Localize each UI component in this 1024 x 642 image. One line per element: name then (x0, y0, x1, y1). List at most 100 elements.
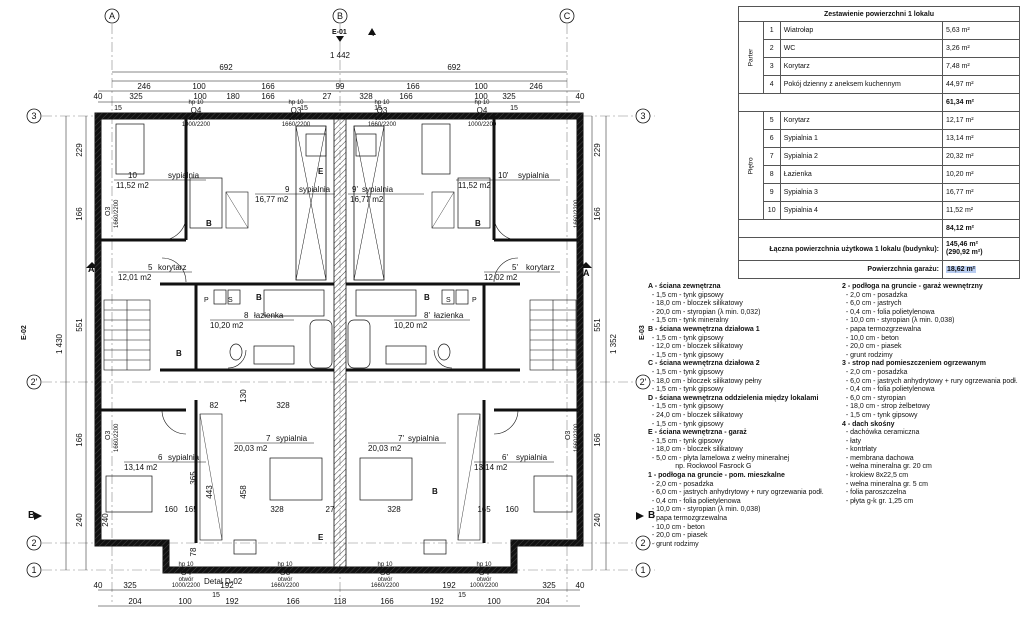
pietro-sum-spacer (738, 219, 943, 238)
dim-inner-78: 78 (189, 547, 198, 556)
win-b4-hp: hp 10 (476, 562, 492, 568)
dim-top-row3-1: 100 (192, 82, 206, 91)
dim-right-229: 229 (593, 143, 602, 157)
row-value: 16,77 m² (942, 183, 1020, 202)
dim-bot-row1-4: 192 (220, 581, 234, 590)
dim-right-1352: 1 352 (609, 333, 618, 354)
table-title: Zestawienie powierzchni 1 lokalu (738, 6, 1020, 22)
dim-top-row3-4: 100 (474, 82, 488, 91)
row-name: Korytarz (779, 111, 944, 130)
room-7p-name: sypialnia (408, 434, 440, 443)
legend-left-line: - 1,5 cm - tynk gipsowy (648, 291, 724, 299)
legend-left-line: - 18,0 cm - bloczek silikatowy pełny (648, 377, 762, 385)
wall-b-6: B (432, 487, 438, 496)
legend-left-line: - 12,0 cm - bloczek silikatowy (648, 343, 743, 351)
win-b2-otw: otwór (278, 577, 293, 583)
legend-right-line: - łaty (842, 437, 862, 445)
legend-right-line: - 20,0 cm - piasek (842, 343, 902, 351)
section-b-left-label: B (28, 510, 35, 521)
row-value: 3,26 m² (942, 39, 1020, 58)
dim-top-15b: 15 (300, 105, 308, 112)
wall-b-4: B (206, 219, 212, 228)
row-no: 8 (762, 165, 781, 184)
dim-right-166: 166 (593, 207, 602, 221)
room-6-area: 13,14 m2 (124, 463, 158, 472)
wall-e-1: E (318, 167, 324, 176)
dim-top-row4-2: 100 (193, 92, 207, 101)
door-swings (161, 215, 519, 435)
wardrobe-room10 (115, 123, 145, 175)
dim-top-row3-3: 99 (336, 82, 345, 91)
axis-3-right: 3 (640, 111, 645, 121)
legend-left-line: - 1,5 cm - tynk gipsowy (648, 334, 724, 342)
dim-top-row3-0: 246 (137, 82, 151, 91)
row-value: 20,32 m² (942, 147, 1020, 166)
legend-right-line: - 6,0 cm - jastrych anhydrytowy + rury o… (842, 377, 1018, 385)
dim-top-row4-10: 40 (576, 92, 585, 101)
win-t4-size: 1000/2200 (468, 122, 497, 128)
room-7-area: 20,03 m2 (234, 444, 268, 453)
window-tags-bottom: hp 10 O4 otwór 1000/2200 hp 10 O3 otwór … (172, 562, 499, 589)
bed-room10 (189, 177, 223, 229)
dim-bot-row1-5: 328 (270, 505, 284, 514)
legend-right-line: - krokiew 8x22,5 cm (842, 472, 909, 480)
win-vr1: 1660/2200 (574, 199, 580, 228)
dimension-lines-bottom (98, 589, 580, 607)
total-value-2: (290,92 m²) (946, 249, 983, 256)
legend-right-line: - 6,0 cm - styropian (842, 394, 906, 402)
win-vl2-o: O3 (105, 431, 112, 440)
dim-left-551: 551 (75, 318, 84, 332)
dim-top-row3-5: 166 (406, 82, 420, 91)
room-10p-name: sypialnia (518, 171, 550, 180)
row-value: 10,20 m² (942, 165, 1020, 184)
legend-left-line: - 0,4 cm - folia polietylenowa (648, 497, 741, 505)
legend-left-line: - papa termozgrzewalna (648, 515, 727, 523)
legend-left-line: B - ściana wewnętrzna działowa 1 (648, 325, 760, 333)
section-e03-label: E-03 (639, 325, 646, 340)
dim-bot-row2-4: 118 (334, 597, 347, 606)
room-9p-area: 16,77 m2 (350, 195, 384, 204)
garage-value-cell: 18,62 m² (942, 260, 1020, 279)
section-parter: Parter (738, 21, 764, 94)
legend-right-line: - grunt rodzimy (842, 351, 893, 359)
dim-top-row4-4: 166 (261, 92, 275, 101)
win-b2-hp: hp 10 (277, 562, 293, 568)
wall-b-3: B (176, 349, 182, 358)
legend-left-line: - 24,0 cm - bloczek silikatowy (648, 411, 743, 419)
wall-b-1: B (256, 293, 262, 302)
wall-p-1: P (204, 297, 209, 304)
row-value: 5,63 m² (942, 21, 1020, 40)
room-10-area: 11,52 m2 (116, 181, 149, 190)
win-vl1: 1660/2200 (114, 199, 120, 228)
dimension-lines-vertical (65, 116, 607, 570)
legend-right-line: - 10,0 cm - styropian (λ min. 0,038) (842, 317, 955, 325)
win-t3-size: 1660/2200 (368, 122, 397, 128)
axis-c-label: C (564, 11, 571, 21)
dim-bot-row1-0: 40 (94, 581, 103, 590)
desk-bottom-right (423, 539, 447, 555)
room-6p-area: 13,14 m2 (474, 463, 508, 472)
desk-bottom-left (233, 539, 257, 555)
dim-bot-row2-3: 166 (286, 597, 300, 606)
shower-right (355, 289, 417, 317)
win-vl1-o: O3 (105, 207, 112, 216)
room-10p-area: 11,52 m2 (458, 181, 491, 190)
axis-bubbles (26, 8, 651, 578)
dim-top-row4-1: 325 (129, 92, 143, 101)
parter-sum: 61,34 m² (942, 93, 1020, 112)
dim-inner-458: 458 (239, 485, 248, 499)
row-no: 2 (762, 39, 781, 58)
room-9-no: 9 (285, 185, 290, 194)
legend-left-line: - 1,5 cm - tynk gipsowy (648, 386, 724, 394)
legend-right-line: 3 - strop nad pomieszczeniem ogrzewanym (842, 360, 986, 368)
layer-legend: 2 - podłoga na gruncie - garaż wewnętrzn… (842, 283, 1018, 506)
win-t2-otw: otwór (289, 116, 304, 122)
dim-bot-row1-8: 192 (442, 581, 456, 590)
win-b3-o: O3 (380, 568, 391, 577)
wardrobe-room6 (105, 475, 153, 513)
dim-top-15c: 15 (374, 105, 382, 112)
legend-left-line: - 1,5 cm - tynk gipsowy (648, 420, 724, 428)
room-6-no: 6 (158, 453, 163, 462)
dim-bot-row1-2: 160 (164, 505, 178, 514)
room-7p-area: 20,03 m2 (368, 444, 402, 453)
